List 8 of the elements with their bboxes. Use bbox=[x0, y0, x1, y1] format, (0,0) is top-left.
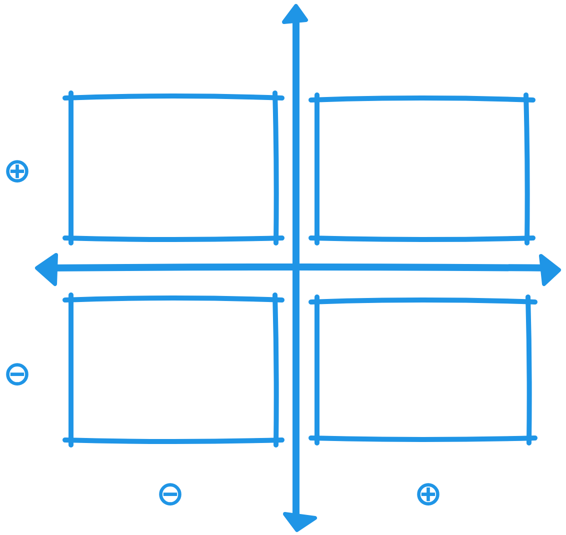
sketch-box bbox=[308, 294, 538, 446]
sketch-box bbox=[308, 92, 536, 246]
axis-sign: ⊕ bbox=[414, 477, 442, 511]
sketch-box bbox=[62, 292, 285, 448]
axis-sign: ⊕ bbox=[3, 154, 32, 188]
axis-sign: ⊖ bbox=[3, 357, 32, 391]
sketch-box bbox=[62, 90, 285, 246]
axis-sign: ⊖ bbox=[156, 477, 184, 511]
